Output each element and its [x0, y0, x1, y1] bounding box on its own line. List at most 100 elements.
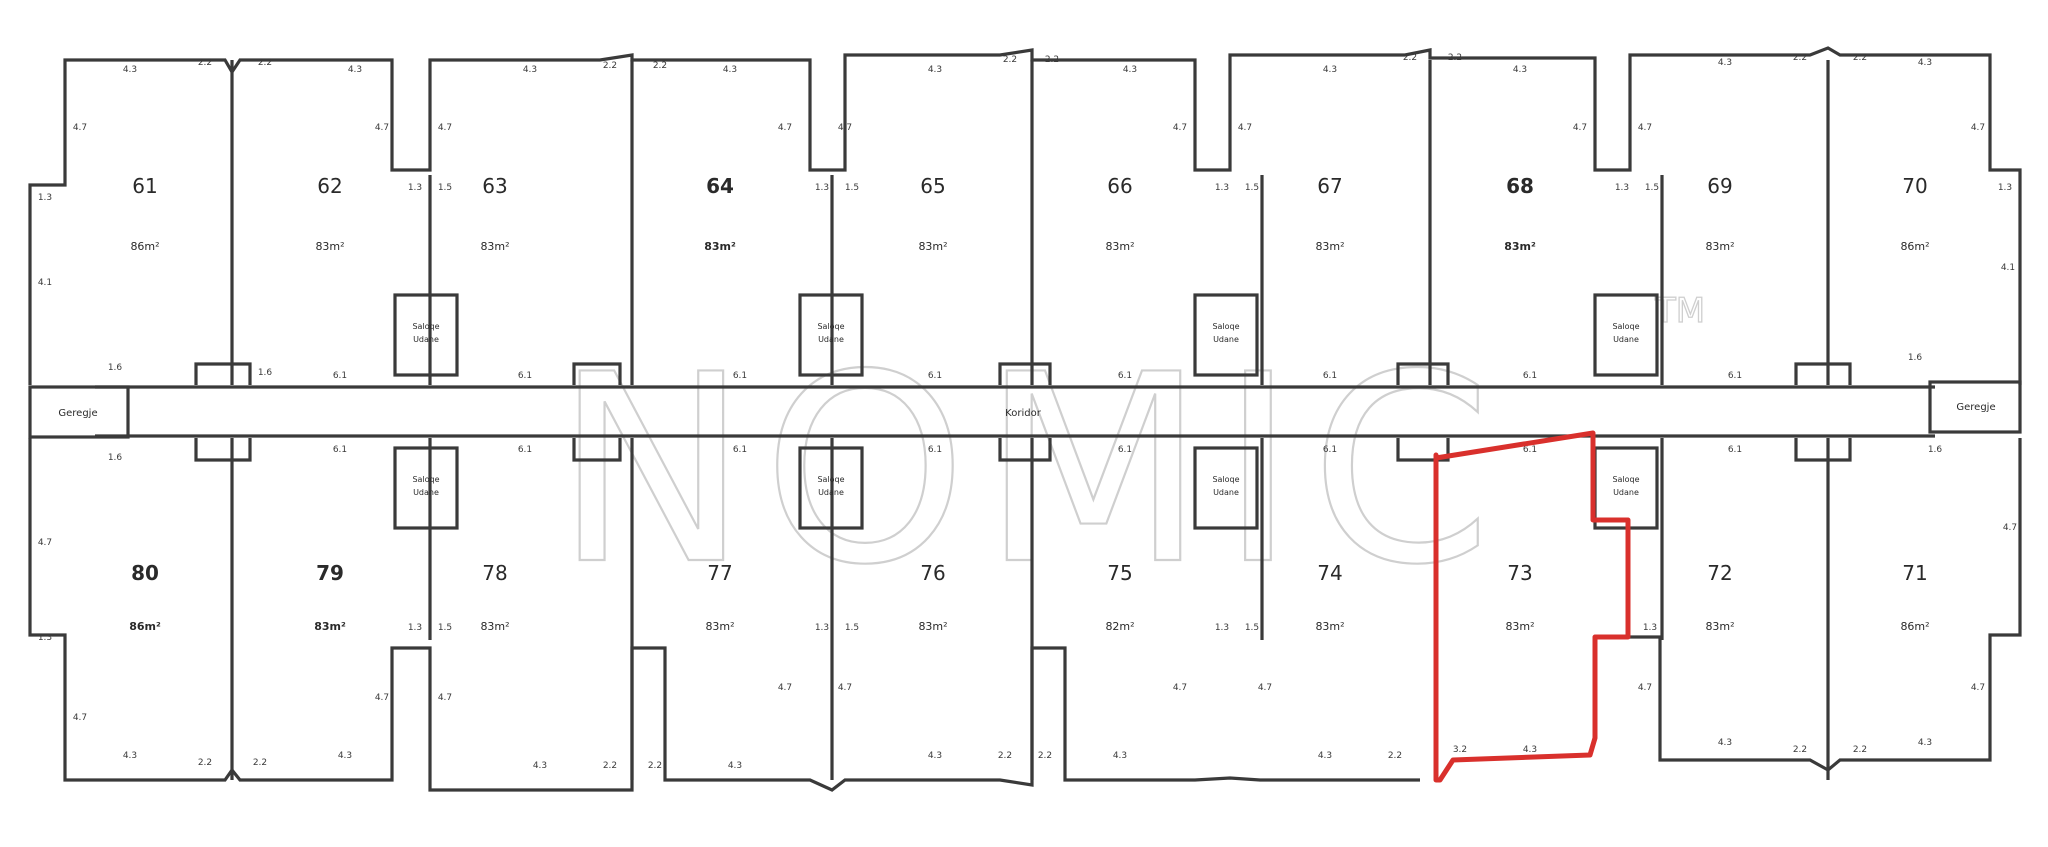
dimension-label: 2.2: [1388, 751, 1402, 761]
unit-number: 77: [707, 561, 732, 585]
dimension-label: 2.2: [603, 761, 617, 771]
dimension-label: 1.5: [438, 183, 452, 193]
unit-number: 78: [482, 561, 507, 585]
dimension-label: 1.5: [845, 183, 859, 193]
unit-area: 83m²: [705, 620, 734, 633]
dimension-label: 2.2: [1793, 53, 1807, 63]
dimension-label: 6.1: [1118, 371, 1132, 381]
shaft-label: Saloqe: [1612, 475, 1639, 484]
dimension-label: 1.5: [1645, 183, 1659, 193]
dimension-labels: 4.3 2.2 2.2 4.3 4.3 2.2 2.2 4.3 4.3 2.2 2.2 4.3 4.3 2…: [38, 53, 2017, 771]
dimension-label: 4.7: [1238, 123, 1252, 133]
dimension-label: 4.3: [1318, 751, 1332, 761]
dimension-label: 4.3: [348, 65, 362, 75]
dimension-label: 4.3: [928, 65, 942, 75]
corridor: Koridor: [95, 385, 1935, 438]
stair-left-label: Geregje: [58, 408, 97, 419]
dimension-label: 6.1: [1118, 445, 1132, 455]
dimension-label: 6.1: [333, 445, 347, 455]
dimension-label: 1.5: [1245, 183, 1259, 193]
dimension-label: 4.7: [2003, 523, 2017, 533]
dimension-label: 1.6: [108, 363, 123, 373]
unit-number: 68: [1506, 174, 1534, 198]
dimension-label: 2.2: [653, 61, 667, 71]
unit-number: 62: [317, 174, 342, 198]
dimension-label: 4.7: [38, 538, 52, 548]
dimension-label: 2.2: [1038, 751, 1052, 761]
unit-62[interactable]: 62 83m²: [315, 174, 344, 253]
dimension-label: 2.2: [258, 58, 272, 68]
dimension-label: 4.3: [1513, 65, 1527, 75]
shaft-sublabel: Udane: [818, 488, 844, 497]
unit-number: 72: [1707, 561, 1732, 585]
dimension-label: 6.1: [733, 445, 747, 455]
dimension-label: 4.3: [1718, 738, 1732, 748]
dimension-label: 1.5: [1245, 623, 1259, 633]
unit-number: 69: [1707, 174, 1732, 198]
dimension-label: 6.1: [1523, 371, 1537, 381]
dimension-label: 3.2: [1453, 745, 1467, 755]
dimension-label: 2.2: [998, 751, 1012, 761]
dimension-label: 6.1: [1523, 445, 1537, 455]
unit-73-highlight[interactable]: [1433, 430, 1631, 783]
unit-area: 83m²: [315, 240, 344, 253]
shaft-label: Saloqe: [412, 322, 439, 331]
dimension-label: 4.3: [723, 65, 737, 75]
dimension-label: 4.3: [1918, 738, 1932, 748]
dimension-label: 6.1: [733, 371, 747, 381]
dimension-label: 4.7: [1173, 123, 1187, 133]
unit-area: 83m²: [314, 620, 346, 633]
dimension-label: 1.3: [1215, 183, 1229, 193]
dimension-label: 4.7: [778, 683, 792, 693]
shaft-label: Saloqe: [817, 322, 844, 331]
dimension-label: 1.5: [845, 623, 859, 633]
dimension-label: 1.3: [38, 633, 52, 643]
shaft-sublabel: Udane: [413, 335, 439, 344]
unit-number: 65: [920, 174, 945, 198]
unit-area: 83m²: [480, 620, 509, 633]
unit-number: 75: [1107, 561, 1132, 585]
corridor-label: Koridor: [1005, 408, 1042, 419]
watermark-text: NOMIC: [554, 320, 1506, 622]
unit-area: 86m²: [1900, 240, 1929, 253]
dimension-label: 1.3: [815, 183, 829, 193]
shaft-label: Saloqe: [817, 475, 844, 484]
dimension-label: 1.3: [408, 183, 422, 193]
unit-number: 74: [1317, 561, 1342, 585]
unit-78[interactable]: 78 83m²: [480, 561, 509, 633]
dimension-label: 6.1: [1323, 445, 1337, 455]
dimension-label: 4.3: [928, 751, 942, 761]
unit-area: 83m²: [480, 240, 509, 253]
dimension-label: 2.2: [1853, 53, 1867, 63]
dimension-label: 6.1: [333, 371, 347, 381]
unit-77[interactable]: 77 83m²: [705, 561, 734, 633]
unit-area: 83m²: [704, 240, 736, 253]
dimension-label: 1.6: [258, 368, 273, 378]
dimension-label: 4.3: [523, 65, 537, 75]
dimension-label: 2.2: [1793, 745, 1807, 755]
shaft-label: Saloqe: [1612, 322, 1639, 331]
dimension-label: 2.2: [1003, 55, 1017, 65]
unit-number: 76: [920, 561, 945, 585]
